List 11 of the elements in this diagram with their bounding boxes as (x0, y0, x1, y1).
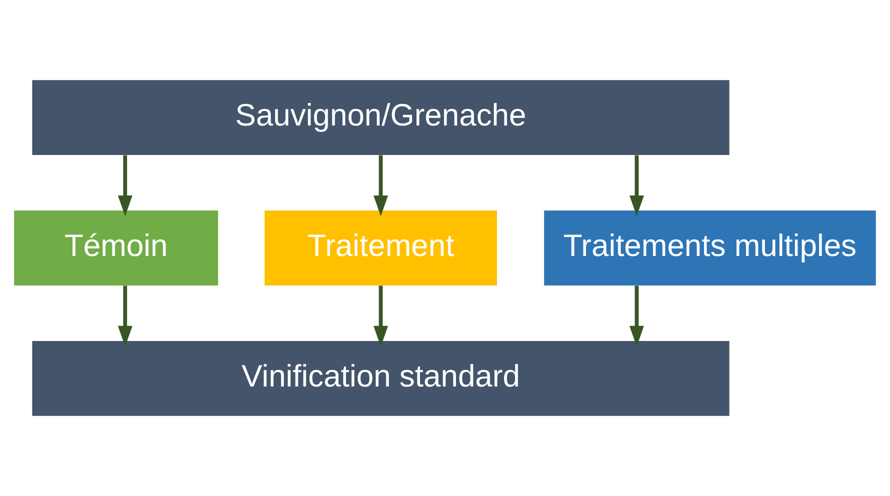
node-box: Traitement (264, 210, 497, 286)
arrow (629, 286, 644, 347)
arrow (118, 155, 132, 216)
arrow (374, 286, 388, 347)
node-box: Traitements multiples (544, 210, 876, 286)
node-box: Vinification standard (32, 340, 730, 416)
arrow (118, 286, 132, 347)
arrow (629, 155, 644, 216)
node-box: Témoin (14, 210, 218, 286)
node-box: Sauvignon/Grenache (32, 80, 730, 156)
arrow (374, 155, 388, 216)
